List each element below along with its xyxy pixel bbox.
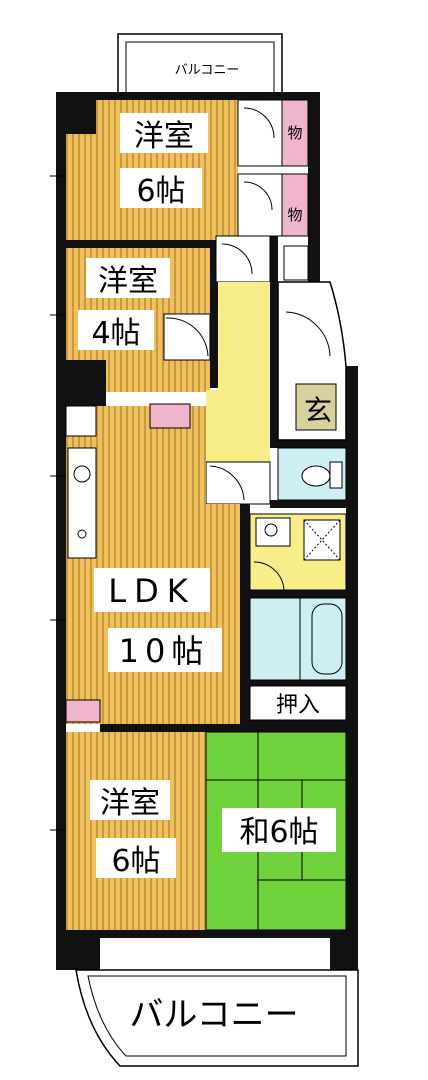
room-western-bottom: 洋室 6帖	[66, 732, 206, 930]
japanese-label: 和6帖	[239, 815, 318, 850]
entrance-label: 玄	[304, 394, 332, 427]
toilet	[277, 447, 347, 501]
western-top-size: 6帖	[136, 174, 185, 209]
western-bottom-name: 洋室	[100, 786, 160, 821]
room-ldk: LDK 10帖	[65, 403, 240, 724]
ldk-name: LDK	[108, 572, 195, 610]
closet-label: 押入	[276, 693, 320, 718]
ldk-size: 10帖	[119, 632, 210, 670]
outer-walls	[56, 92, 358, 970]
balcony-top-label: バルコニー	[175, 63, 240, 78]
closet: 押入	[249, 685, 347, 721]
room-western-mid: 洋室 4帖	[66, 248, 211, 392]
balcony-top: バルコニー	[117, 33, 283, 97]
western-top-name: 洋室	[134, 119, 194, 154]
western-bottom-size: 6帖	[111, 844, 160, 879]
balcony-bottom: バルコニー	[75, 969, 359, 1067]
western-mid-size: 4帖	[91, 316, 140, 351]
storage-top-label: 物	[287, 124, 302, 142]
entrance: 玄	[277, 281, 347, 441]
room-japanese: 和6帖	[205, 731, 347, 931]
washroom	[249, 513, 347, 591]
bathroom	[249, 597, 347, 681]
storage-bottom-label: 物	[287, 206, 302, 224]
window-marks	[50, 175, 66, 831]
balcony-bottom-label: バルコニー	[129, 995, 298, 1035]
hallway	[205, 282, 271, 505]
western-mid-name: 洋室	[98, 264, 158, 299]
room-western-top: 洋室 6帖	[66, 100, 238, 240]
storage-closets: 物 物	[215, 99, 309, 283]
